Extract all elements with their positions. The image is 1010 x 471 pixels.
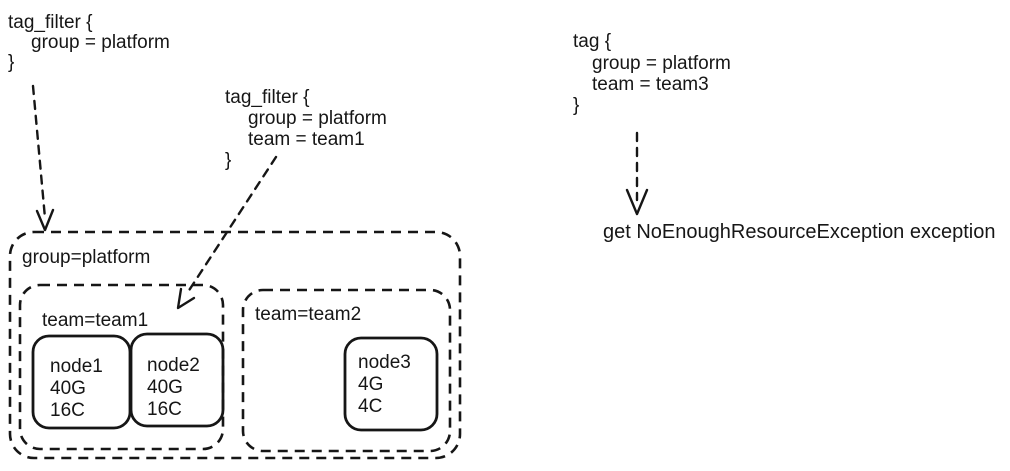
arrow-shaft: [31, 84, 47, 220]
code-line-close: }: [573, 95, 579, 116]
team1-label: team=team1: [42, 310, 148, 331]
node1-name: node1: [50, 356, 103, 377]
arrow-tag-to-exception: [625, 131, 649, 216]
code-line-group: group = platform: [31, 32, 170, 53]
team2-box: team=team2: [241, 288, 452, 453]
node3-name: node3: [358, 352, 411, 373]
node3-memory: 4G: [358, 374, 383, 395]
node2-name: node2: [147, 355, 200, 376]
code-line-team: team = team1: [248, 129, 365, 150]
node3-border: [343, 336, 439, 432]
code-line-open: tag_filter {: [225, 87, 310, 108]
code-line-group: group = platform: [248, 108, 387, 129]
node2-box: node2 40G 16C: [129, 332, 225, 428]
node1-box: node1 40G 16C: [31, 334, 132, 430]
node1-memory: 40G: [50, 378, 86, 399]
code-line-team: team = team3: [592, 74, 709, 95]
node3-box: node3 4G 4C: [343, 336, 439, 432]
group-platform-box: group=platform: [8, 230, 462, 460]
arrow-filter1-to-group: [31, 84, 55, 232]
arrow-shaft: [184, 155, 278, 297]
team2-label: team=team2: [255, 304, 361, 325]
group-label: group=platform: [22, 247, 150, 268]
node2-cpu: 16C: [147, 399, 182, 420]
arrow-head: [625, 188, 649, 216]
code-line-close: }: [225, 150, 231, 171]
code-line-open: tag_filter {: [8, 12, 93, 33]
tag-team3-code: tag { group = platform team = team3 }: [573, 31, 731, 116]
arrow-filter2-to-team1: [176, 155, 278, 310]
exception-result-text: get NoEnoughResourceException exception: [603, 221, 995, 243]
code-line-close: }: [8, 52, 14, 73]
node2-border: [129, 332, 225, 428]
group-border: [8, 230, 462, 460]
code-line-open: tag {: [573, 31, 612, 52]
code-line-group: group = platform: [592, 53, 731, 74]
node3-cpu: 4C: [358, 396, 382, 417]
arrow-head: [176, 287, 196, 310]
team2-border: [241, 288, 452, 453]
arrow-head: [35, 208, 55, 232]
node2-memory: 40G: [147, 377, 183, 398]
node1-cpu: 16C: [50, 400, 85, 421]
tag-filter-group-code: tag_filter { group = platform }: [8, 12, 170, 73]
tag-filter-team1-code: tag_filter { group = platform team = tea…: [225, 87, 387, 171]
